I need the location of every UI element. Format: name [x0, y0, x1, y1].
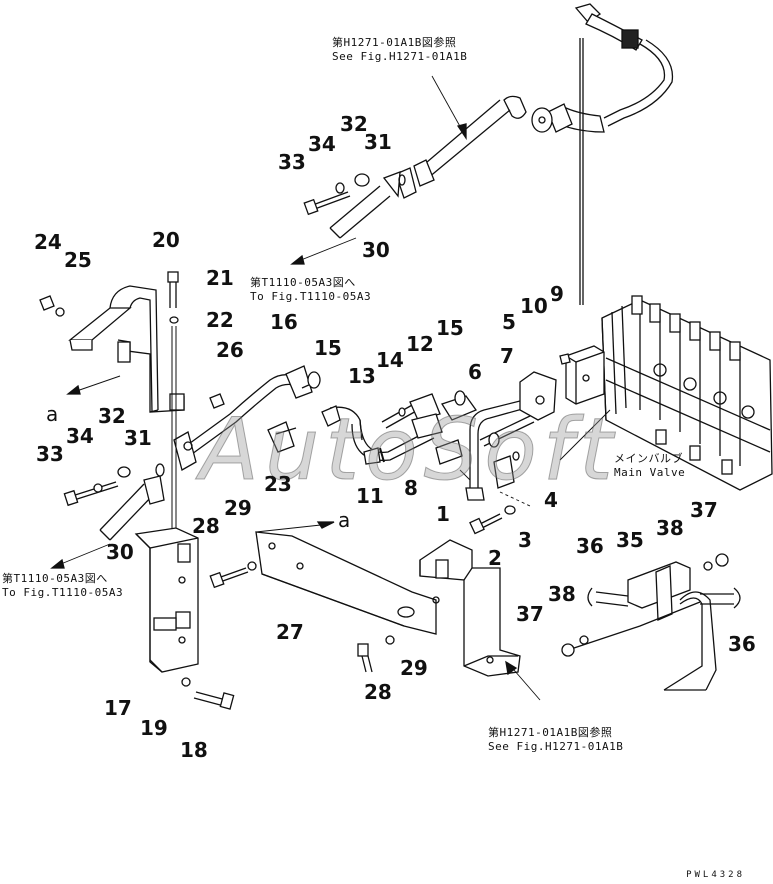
reference-arrows [50, 75, 467, 569]
part-number: 33 [278, 150, 306, 174]
ref-mid-en: To Fig.T1110-05A3 [250, 290, 372, 303]
view-arrow-label-left: a [46, 402, 59, 426]
bracket-20 [39, 271, 225, 540]
part-number: 32 [98, 404, 126, 428]
part-number: 17 [104, 696, 132, 720]
part-number: 32 [340, 112, 368, 136]
part-number: 38 [656, 516, 684, 540]
pipe-16-assembly [63, 365, 321, 541]
part-number: 28 [364, 680, 392, 704]
part-number: 35 [616, 528, 644, 552]
part-number: 2 [488, 546, 502, 570]
part-number: 29 [400, 656, 428, 680]
ref-top-en: See Fig.H1271-01A1B [332, 50, 468, 63]
ref-left-en: To Fig.T1110-05A3 [2, 586, 124, 599]
part-number: 15 [436, 316, 464, 340]
part-number: 1 [436, 502, 450, 526]
part-number: 37 [690, 498, 718, 522]
part-number: 28 [192, 514, 220, 538]
part-number: 9 [550, 282, 564, 306]
ref-mid-jp: 第T1110-05A3図へ [250, 276, 356, 289]
part-number: 22 [206, 308, 234, 332]
part-number: 38 [548, 582, 576, 606]
part-number: 34 [308, 132, 336, 156]
bracket-bottom-center [419, 539, 541, 701]
part-number: 30 [362, 238, 390, 262]
part-number: 27 [276, 620, 304, 644]
bracket-17 [134, 527, 235, 710]
part-number: 21 [206, 266, 234, 290]
part-number: 31 [364, 130, 392, 154]
part-number: 33 [36, 442, 64, 466]
part-number: 6 [468, 360, 482, 384]
main-valve-drawing [559, 295, 773, 491]
part-number: 8 [404, 476, 418, 500]
ref-valve-en: Main Valve [614, 466, 686, 479]
part-number: 25 [64, 248, 92, 272]
part-number: 36 [576, 534, 604, 558]
part-number: 7 [500, 344, 514, 368]
part-number: 31 [124, 426, 152, 450]
part-number: 24 [34, 230, 62, 254]
part-number: 16 [270, 310, 298, 334]
part-number: 18 [180, 738, 208, 762]
ref-valve-jp: メインバルブ [614, 452, 683, 465]
part-number: 4 [544, 488, 558, 512]
part-number: 13 [348, 364, 376, 388]
part-number: 15 [314, 336, 342, 360]
part-number: 29 [224, 496, 252, 520]
part-number: 30 [106, 540, 134, 564]
part-number: 26 [216, 338, 244, 362]
upper-hose-assembly [303, 3, 674, 305]
part-number: 19 [140, 716, 168, 740]
ref-top-jp: 第H1271-01A1B図参照 [332, 36, 457, 49]
u-bolt-clamp-assembly [561, 553, 741, 691]
ref-bottom-jp: 第H1271-01A1B図参照 [488, 726, 613, 739]
drawing-code: PWL4328 [686, 870, 745, 880]
part-number: 11 [356, 484, 384, 508]
ref-left-jp: 第T1110-05A3図へ [2, 572, 108, 585]
part-number: 23 [264, 472, 292, 496]
part-number: 10 [520, 294, 548, 318]
view-arrow-label-center: a [338, 508, 351, 532]
ref-main-valve: メインバルブ Main Valve [614, 452, 685, 480]
part-number: 34 [66, 424, 94, 448]
pipe-1-assembly [459, 353, 571, 535]
part-number: 3 [518, 528, 532, 552]
ref-bottom-en: See Fig.H1271-01A1B [488, 740, 624, 753]
part-number: 5 [502, 310, 516, 334]
part-number: 14 [376, 348, 404, 372]
part-number: 36 [728, 632, 756, 656]
ref-left: 第T1110-05A3図へ To Fig.T1110-05A3 [2, 572, 123, 600]
ref-mid: 第T1110-05A3図へ To Fig.T1110-05A3 [250, 276, 371, 304]
plate-27 [209, 521, 437, 673]
ref-top: 第H1271-01A1B図参照 See Fig.H1271-01A1B [332, 36, 467, 64]
part-number: 37 [516, 602, 544, 626]
part-number: 20 [152, 228, 180, 252]
ref-bottom: 第H1271-01A1B図参照 See Fig.H1271-01A1B [488, 726, 623, 754]
center-fittings [321, 390, 478, 465]
part-number: 12 [406, 332, 434, 356]
